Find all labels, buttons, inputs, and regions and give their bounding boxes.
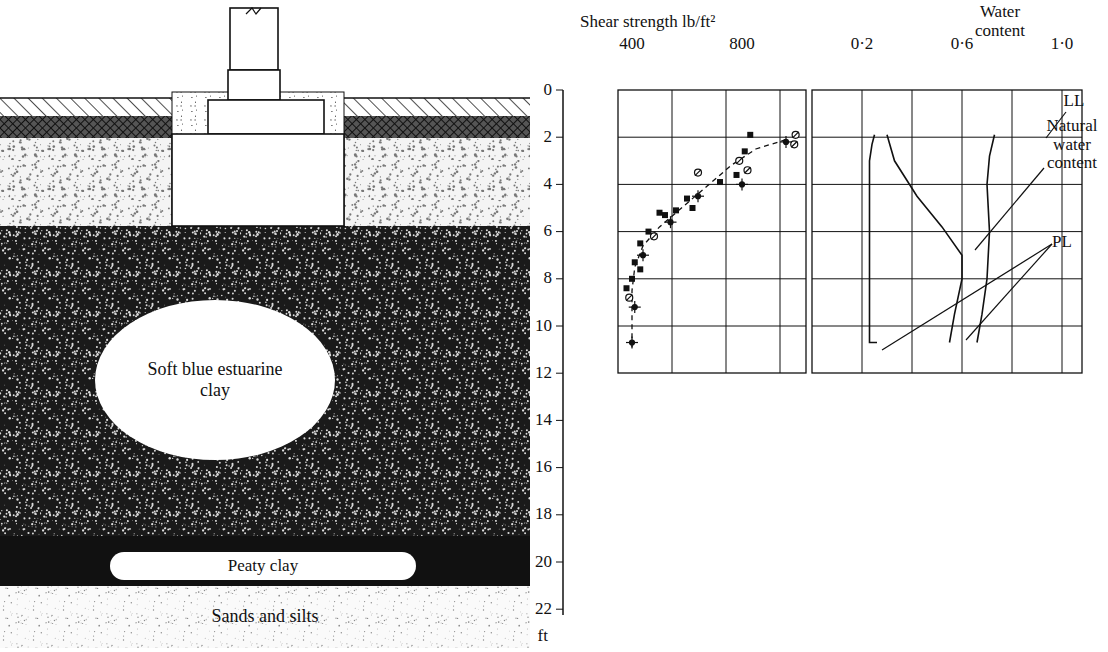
data-marker bbox=[646, 229, 652, 235]
grid-line bbox=[618, 184, 806, 185]
axis-value: 1·0 bbox=[1051, 35, 1074, 54]
sand-layer: Sands and silts bbox=[120, 596, 410, 636]
depth-value: 4 bbox=[544, 175, 553, 194]
data-marker bbox=[792, 131, 799, 138]
data-marker bbox=[624, 285, 630, 291]
axis-value: 0·2 bbox=[851, 35, 874, 54]
data-marker bbox=[626, 295, 632, 301]
depth-value: 0 bbox=[544, 81, 553, 100]
data-marker bbox=[637, 266, 643, 272]
depth-value: 22 bbox=[535, 600, 552, 619]
layer-label: Sands and silts bbox=[211, 606, 318, 627]
tick bbox=[556, 514, 563, 515]
axis-title: Shear strength lb/ft² bbox=[580, 13, 715, 32]
grid-line bbox=[1012, 90, 1013, 373]
data-marker bbox=[747, 132, 753, 138]
data-marker bbox=[629, 276, 635, 282]
data-marker bbox=[651, 233, 658, 240]
curve-label: Natural water content bbox=[1039, 117, 1105, 173]
tick bbox=[556, 420, 563, 421]
axis-value: 400 bbox=[619, 35, 645, 54]
data-marker bbox=[662, 212, 668, 218]
data-marker bbox=[630, 340, 635, 345]
depth-value: 14 bbox=[535, 411, 552, 430]
data-marker bbox=[641, 253, 646, 258]
grid-line bbox=[812, 326, 1082, 327]
grid-line bbox=[618, 278, 806, 279]
layer-text-group: Soft blue estuarine clay bbox=[140, 359, 290, 400]
tick bbox=[556, 326, 563, 327]
data-marker bbox=[742, 148, 748, 154]
data-marker bbox=[668, 220, 673, 225]
data-marker bbox=[745, 167, 751, 173]
tick bbox=[556, 467, 563, 468]
data-marker bbox=[632, 259, 638, 265]
layer-text-group: Peaty clay bbox=[228, 556, 298, 576]
data-marker bbox=[717, 179, 723, 185]
tick bbox=[556, 90, 563, 91]
grid-line bbox=[780, 90, 781, 373]
tick bbox=[556, 231, 563, 232]
data-marker bbox=[791, 141, 797, 147]
grid-line bbox=[812, 278, 1082, 279]
tick bbox=[556, 278, 563, 279]
depth-value: 2 bbox=[544, 128, 553, 147]
data-marker bbox=[793, 132, 799, 138]
data-marker bbox=[696, 194, 701, 199]
data-marker bbox=[744, 167, 751, 174]
depth-value: 18 bbox=[535, 505, 552, 524]
curve-label: PL bbox=[1052, 233, 1072, 252]
data-marker bbox=[695, 169, 702, 176]
data-marker bbox=[637, 240, 643, 246]
clay-layer: Soft blue estuarine clay bbox=[95, 300, 335, 460]
depth-value: 12 bbox=[535, 364, 552, 383]
data-marker bbox=[626, 294, 633, 301]
data-marker bbox=[736, 158, 742, 164]
peat-layer: Peaty clay bbox=[110, 552, 416, 580]
depth-value: 8 bbox=[544, 269, 553, 288]
axis-unit: ft bbox=[538, 627, 548, 646]
depth-value: 20 bbox=[535, 553, 552, 572]
data-marker bbox=[651, 233, 657, 239]
grid-line bbox=[672, 90, 673, 373]
data-marker bbox=[740, 182, 745, 187]
axis-value: 0·6 bbox=[951, 35, 974, 54]
depth-value: 16 bbox=[535, 458, 552, 477]
tick bbox=[556, 184, 563, 185]
grid-line bbox=[812, 231, 1082, 232]
data-curve bbox=[887, 135, 962, 343]
tick bbox=[556, 609, 563, 610]
depth-value: 10 bbox=[535, 317, 552, 336]
grid-line bbox=[812, 137, 1082, 138]
curve-label: LL bbox=[1064, 92, 1085, 111]
layer-label: Soft blue estuarine clay bbox=[140, 359, 290, 400]
data-marker bbox=[657, 210, 663, 216]
data-marker bbox=[784, 139, 789, 144]
grid-line bbox=[726, 90, 727, 373]
grid-line bbox=[812, 184, 1082, 185]
layer-label: Peaty clay bbox=[228, 556, 298, 576]
tick bbox=[556, 373, 563, 374]
grid-line bbox=[618, 137, 806, 138]
data-marker bbox=[734, 172, 740, 178]
axis-value: 800 bbox=[729, 35, 755, 54]
data-marker bbox=[632, 305, 637, 310]
data-curve bbox=[870, 135, 878, 343]
data-curve bbox=[632, 140, 786, 348]
grid-line bbox=[618, 326, 806, 327]
data-marker bbox=[684, 196, 690, 202]
tick bbox=[556, 562, 563, 563]
grid-line bbox=[962, 90, 963, 373]
depth-value: 6 bbox=[544, 222, 553, 241]
data-marker bbox=[736, 157, 743, 164]
data-marker bbox=[695, 170, 701, 176]
data-marker bbox=[673, 207, 679, 213]
layer-text-group: Sands and silts bbox=[211, 606, 318, 627]
data-marker bbox=[690, 205, 696, 211]
grid-line bbox=[862, 90, 863, 373]
tick bbox=[556, 137, 563, 138]
